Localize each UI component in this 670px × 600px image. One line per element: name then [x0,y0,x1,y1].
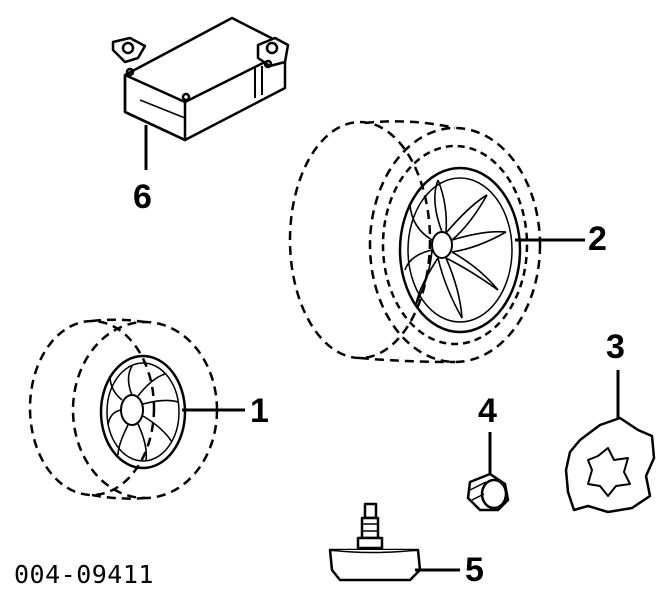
callout-4: 4 [478,392,497,430]
road-wheel [290,121,540,362]
valve-cap [468,474,508,510]
callout-3: 3 [606,328,625,366]
wheel-lock [566,418,654,512]
callout-2: 2 [588,220,607,258]
figure-code: 004-09411 [14,560,154,589]
callout-6: 6 [133,178,152,216]
pressure-sensor [330,504,420,580]
callout-5: 5 [465,551,484,589]
receiver-module [113,18,288,140]
callout-1: 1 [250,392,269,430]
spare-wheel [30,320,217,499]
